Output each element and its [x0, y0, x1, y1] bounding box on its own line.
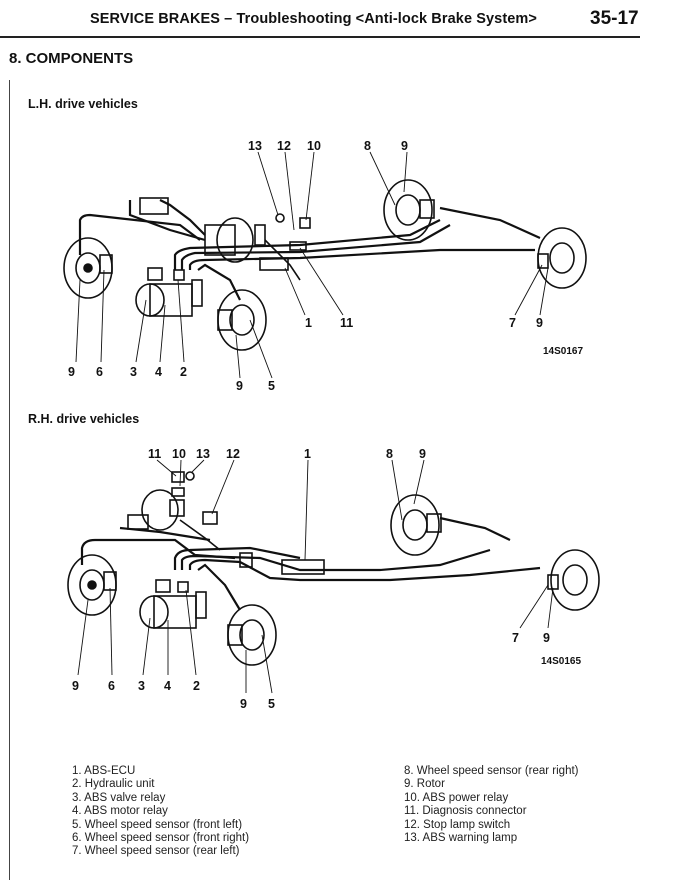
legend-item: 5. Wheel speed sensor (front left) — [72, 818, 243, 831]
callout-3: 3 — [138, 679, 145, 693]
legend-item: 1. ABS-ECU — [72, 765, 136, 777]
page-header: SERVICE BRAKES – Troubleshooting <Anti-l… — [0, 0, 673, 40]
callout-7: 7 — [512, 631, 519, 645]
callout-13: 13 — [196, 447, 210, 461]
rh-figure-title: R.H. drive vehicles — [28, 412, 140, 426]
legend-item: 8. Wheel speed sensor (rear right) — [404, 765, 579, 777]
callout-6: 6 — [96, 365, 103, 379]
callout-10: 10 — [307, 139, 321, 153]
callout-11: 11 — [148, 447, 161, 461]
callout-10: 10 — [172, 447, 186, 461]
callout-11: 11 — [340, 316, 353, 330]
callout-9: 9 — [72, 679, 79, 693]
callout-9: 9 — [236, 379, 243, 390]
callout-9: 9 — [68, 365, 75, 379]
callout-9: 9 — [401, 139, 408, 153]
legend-item: 13. ABS warning lamp — [404, 832, 518, 845]
legend-right: 8. Wheel speed sensor (rear right) 9. Ro… — [404, 765, 579, 845]
callout-2: 2 — [193, 679, 200, 693]
legend-left: 1. ABS-ECU 2. Hydraulic unit 3. ABS valv… — [72, 765, 249, 859]
legend-item: 2. Hydraulic unit — [72, 778, 155, 791]
header-title: SERVICE BRAKES – Troubleshooting <Anti-l… — [90, 11, 537, 27]
figure-code: 14S0167 — [543, 346, 583, 357]
legend-item: 12. Stop lamp switch — [404, 818, 511, 831]
section-title: 8. COMPONENTS — [9, 50, 134, 67]
legend-item: 7. Wheel speed sensor (rear left) — [72, 845, 240, 858]
callout-9: 9 — [543, 631, 550, 645]
callout-12: 12 — [226, 447, 240, 461]
legend-item: 3. ABS valve relay — [72, 791, 166, 804]
margin-rule — [9, 80, 10, 880]
callout-1: 1 — [305, 316, 312, 330]
page-number: 35-17 — [590, 8, 639, 29]
callout-3: 3 — [130, 365, 137, 379]
callout-4: 4 — [155, 365, 162, 379]
legend-item: 4. ABS motor relay — [72, 805, 168, 818]
figure-code: 14S0165 — [541, 656, 581, 667]
legend-item: 6. Wheel speed sensor (front right) — [72, 832, 250, 845]
callout-9: 9 — [240, 697, 247, 711]
legend-item: 11. Diagnosis connector — [404, 805, 527, 818]
callout-7: 7 — [509, 316, 516, 330]
callout-6: 6 — [108, 679, 115, 693]
callout-8: 8 — [364, 139, 371, 153]
callout-5: 5 — [268, 697, 275, 711]
callout-1: 1 — [304, 447, 311, 461]
callout-9: 9 — [536, 316, 543, 330]
callout-12: 12 — [277, 139, 291, 153]
callout-8: 8 — [386, 447, 393, 461]
callout-9: 9 — [419, 447, 426, 461]
callout-13: 13 — [248, 139, 262, 153]
legend-item: 10. ABS power relay — [404, 791, 509, 804]
callout-2: 2 — [180, 365, 187, 379]
header-rule — [0, 36, 640, 38]
lh-drive-diagram: 13 12 10 8 9 9 6 3 4 2 9 5 1 11 7 9 14S0… — [0, 130, 673, 390]
callout-4: 4 — [164, 679, 171, 693]
callout-5: 5 — [268, 379, 275, 390]
rh-drive-diagram: 11 10 13 12 1 8 9 9 6 3 4 2 9 5 7 9 14S0… — [0, 440, 673, 720]
legend-item: 9. Rotor — [404, 778, 445, 791]
lh-figure-title: L.H. drive vehicles — [28, 97, 138, 111]
